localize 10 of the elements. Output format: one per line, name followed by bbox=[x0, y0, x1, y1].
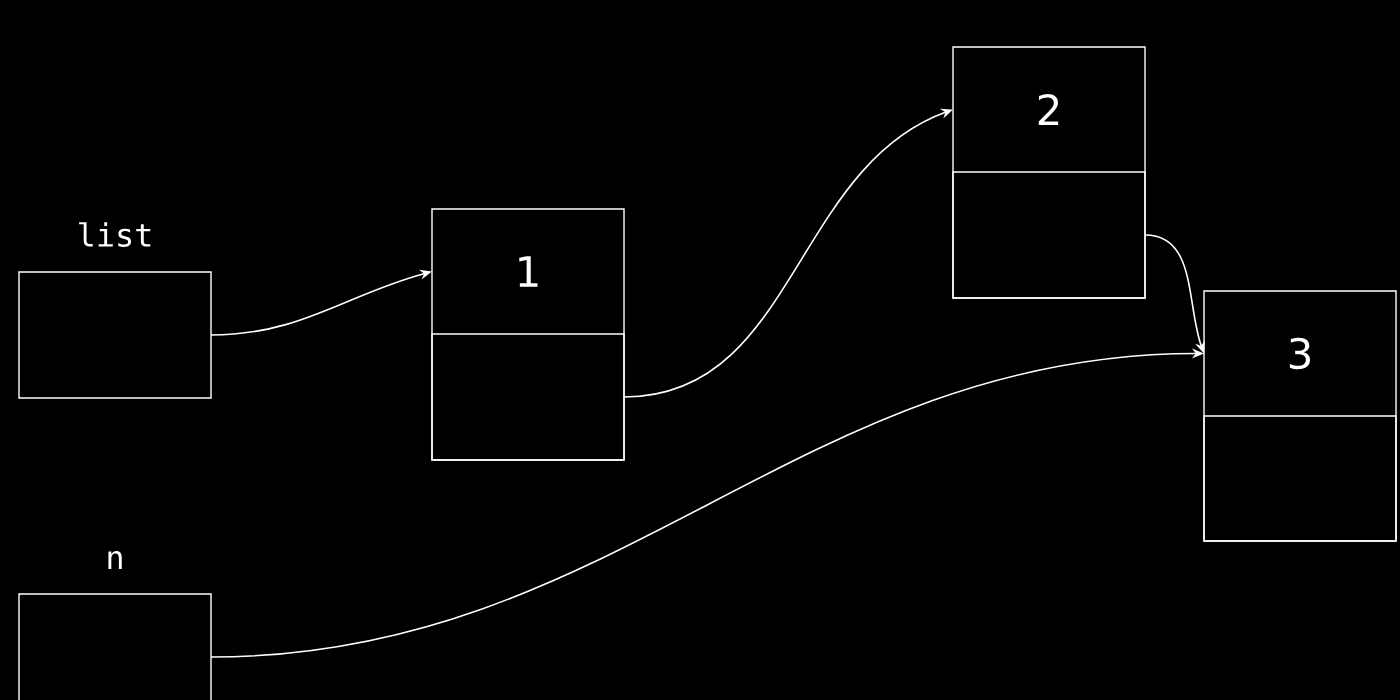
pointer-cell bbox=[952, 171, 1146, 299]
pointer-cell bbox=[431, 333, 625, 461]
list-node-box: 1 bbox=[431, 208, 625, 461]
variable-box: list bbox=[18, 222, 212, 399]
node-label: n bbox=[108, 551, 122, 569]
list-node-box: 3 bbox=[1203, 290, 1397, 542]
list-node-box: 2 bbox=[952, 46, 1146, 299]
pointer-cell bbox=[1203, 415, 1397, 542]
node-label: list bbox=[79, 222, 151, 247]
variable-box: n bbox=[18, 551, 212, 700]
